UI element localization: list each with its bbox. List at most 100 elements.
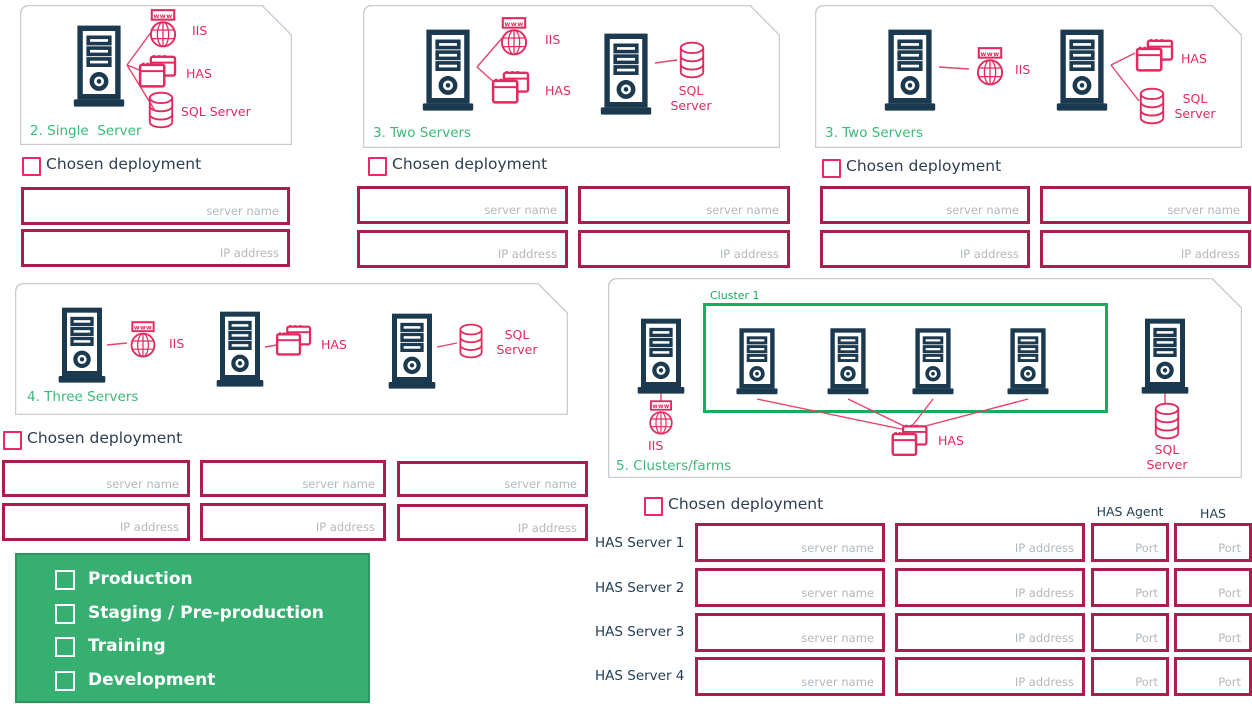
- chosen-deployment-checkbox-1[interactable]: [22, 157, 41, 176]
- chosen-deployment-label-3: Chosen deployment: [846, 157, 1002, 175]
- d2-ip-address-input-2[interactable]: [578, 230, 790, 268]
- d3-server-name-input-2[interactable]: [1040, 186, 1251, 224]
- iis-label: IIS: [648, 438, 664, 453]
- has-server-3-ip-input[interactable]: [895, 613, 1085, 652]
- has-label: HAS: [938, 433, 964, 448]
- chosen-deployment-label-1: Chosen deployment: [46, 155, 202, 173]
- has-server-1-ip-input[interactable]: [895, 523, 1085, 562]
- sql-label-line1: SQL: [1154, 442, 1180, 457]
- sql-database-icon: [1152, 402, 1182, 440]
- d4-server-name-input-3[interactable]: [397, 461, 588, 497]
- d3-ip-address-input-1[interactable]: [820, 230, 1030, 268]
- d4-ip-address-input-2[interactable]: [200, 503, 386, 541]
- has-server-4-name-input[interactable]: [695, 657, 885, 696]
- server-icon: [1055, 27, 1109, 115]
- iis-globe-icon: [971, 47, 1009, 89]
- server-icon: [72, 23, 126, 111]
- chosen-deployment-checkbox-3[interactable]: [822, 159, 841, 178]
- has-server-row-label-4: HAS Server 4: [595, 668, 685, 684]
- d2-server-name-input-1[interactable]: [357, 186, 568, 224]
- sql-label: SQL Server: [181, 104, 251, 119]
- sql-label-line1: SQL: [1182, 91, 1208, 106]
- d1-ip-address-input[interactable]: [21, 229, 290, 267]
- has-column-header: HAS: [1200, 506, 1226, 521]
- d4-ip-address-input-3[interactable]: [397, 504, 588, 541]
- server-icon: [215, 309, 265, 391]
- has-server-1-agent-port-input[interactable]: [1091, 523, 1169, 562]
- has-server-2-agent-port-input[interactable]: [1091, 568, 1169, 607]
- has-server-row-label-2: HAS Server 2: [595, 580, 685, 596]
- server-icon: [883, 27, 937, 115]
- chosen-deployment-checkbox-2[interactable]: [368, 157, 387, 176]
- iis-label: IIS: [545, 32, 561, 47]
- has-server-row-label-1: HAS Server 1: [595, 535, 685, 551]
- server-icon: [387, 311, 437, 393]
- has-app-icon: [491, 71, 531, 105]
- chosen-deployment-label-4: Chosen deployment: [27, 429, 183, 447]
- has-agent-column-header: HAS Agent: [1096, 504, 1164, 519]
- d3-server-name-input-1[interactable]: [820, 186, 1030, 224]
- has-server-2-ip-input[interactable]: [895, 568, 1085, 607]
- has-server-4-ip-input[interactable]: [895, 657, 1085, 696]
- panel-title: 5. Clusters/farms: [616, 458, 732, 474]
- d4-server-name-input-1[interactable]: [2, 460, 190, 497]
- has-server-4-has-port-input[interactable]: [1174, 657, 1252, 696]
- env-checkbox-production[interactable]: [55, 570, 75, 590]
- sql-database-icon: [1137, 87, 1167, 125]
- chosen-deployment-checkbox-4[interactable]: [3, 431, 22, 450]
- iis-globe-icon: [125, 321, 161, 361]
- server-icon: [421, 27, 475, 115]
- has-app-icon: [891, 424, 929, 458]
- has-app-icon: [138, 55, 178, 89]
- panel-clusters-farms: Cluster 1 IIS HAS SQL Server 5. Clusters…: [608, 278, 1242, 478]
- d1-server-name-input[interactable]: [21, 187, 290, 225]
- cluster-server-icon-3: [911, 325, 955, 399]
- server-icon: [636, 316, 686, 398]
- has-server-1-has-port-input[interactable]: [1174, 523, 1252, 562]
- has-server-3-agent-port-input[interactable]: [1091, 613, 1169, 652]
- sql-database-icon: [677, 41, 707, 79]
- panel-three-servers: IIS HAS SQL Server 4. Three Servers: [15, 283, 568, 415]
- environment-selection-box: Production Staging / Pre-production Trai…: [15, 553, 370, 703]
- server-icon: [57, 305, 107, 387]
- panel-title: 4. Three Servers: [27, 389, 139, 405]
- cluster-server-icon-1: [735, 325, 779, 399]
- has-server-1-name-input[interactable]: [695, 523, 885, 562]
- panel-two-servers-a: IIS HAS SQL Server 3. Two Servers: [363, 5, 780, 148]
- d2-ip-address-input-1[interactable]: [357, 230, 568, 268]
- env-label-staging: Staging / Pre-production: [88, 603, 324, 623]
- sql-label: SQL Server: [1167, 91, 1223, 121]
- env-checkbox-staging[interactable]: [55, 604, 75, 624]
- d3-ip-address-input-2[interactable]: [1040, 230, 1251, 268]
- has-server-3-has-port-input[interactable]: [1174, 613, 1252, 652]
- has-app-icon: [275, 325, 313, 357]
- has-server-2-name-input[interactable]: [695, 568, 885, 607]
- iis-label: IIS: [192, 23, 208, 38]
- has-label: HAS: [186, 66, 212, 81]
- has-label: HAS: [1181, 51, 1207, 66]
- sql-database-icon: [457, 323, 485, 359]
- panel-title: 2. Single Server: [30, 123, 142, 139]
- sql-label-line1: SQL: [504, 327, 530, 342]
- panel-two-servers-b: IIS HAS SQL Server 3. Two Servers: [815, 5, 1242, 148]
- sql-database-icon: [146, 91, 176, 129]
- iis-globe-icon: [644, 400, 678, 438]
- chosen-deployment-checkbox-5[interactable]: [644, 497, 663, 516]
- sql-label-line2: Server: [496, 342, 538, 357]
- d4-ip-address-input-1[interactable]: [2, 503, 190, 541]
- d2-server-name-input-2[interactable]: [578, 186, 790, 224]
- panel-title: 3. Two Servers: [373, 125, 472, 141]
- chosen-deployment-label-5: Chosen deployment: [668, 495, 824, 513]
- has-server-4-agent-port-input[interactable]: [1091, 657, 1169, 696]
- has-server-2-has-port-input[interactable]: [1174, 568, 1252, 607]
- cluster-server-icon-4: [1006, 325, 1050, 399]
- sql-label: SQL Server: [1138, 442, 1196, 472]
- has-server-3-name-input[interactable]: [695, 613, 885, 652]
- env-checkbox-training[interactable]: [55, 637, 75, 657]
- iis-label: IIS: [169, 336, 185, 351]
- panel-title: 3. Two Servers: [825, 125, 924, 141]
- sql-label-line2: Server: [670, 98, 712, 113]
- env-checkbox-development[interactable]: [55, 671, 75, 691]
- d4-server-name-input-2[interactable]: [200, 460, 386, 497]
